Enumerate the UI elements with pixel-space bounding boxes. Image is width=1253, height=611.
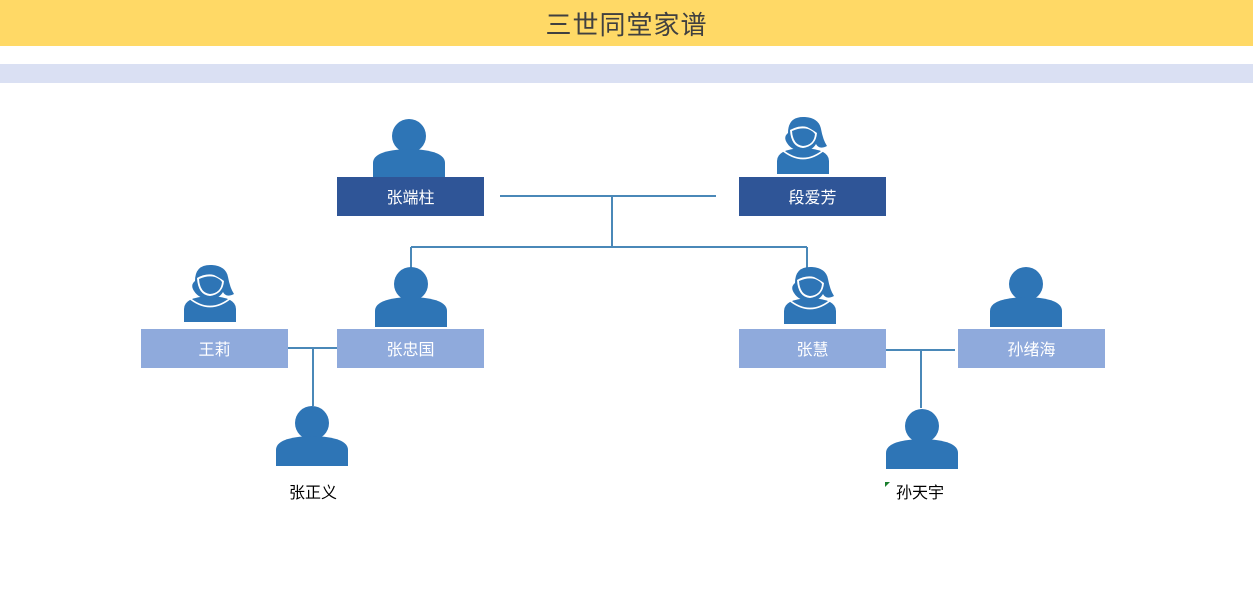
sun-xuhai-name: 孙绪海 — [1007, 340, 1055, 359]
zhang-zhengyi-name: 张正义 — [289, 483, 337, 502]
zhang-zhongguo-name-box — [337, 329, 484, 368]
title-bar: 三世同堂家谱 — [0, 0, 1253, 46]
zhang-hui-name: 张慧 — [796, 340, 828, 359]
sun-xuhai-name-box — [958, 329, 1105, 368]
grandfather-name: 张端柱 — [386, 188, 434, 207]
member-wang-li: 王莉 — [141, 264, 288, 368]
grandmother-name: 段爱芳 — [788, 188, 836, 207]
female-person-icon — [183, 264, 237, 323]
selection-marker-icon — [885, 482, 890, 487]
member-grandmother: 段爱芳 — [739, 116, 886, 216]
sun-tianyu-name: 孙天宇 — [896, 483, 944, 502]
sub-header-bar — [0, 64, 1253, 83]
male-person-icon — [276, 406, 348, 466]
member-sun-xuhai: 孙绪海 — [958, 267, 1105, 368]
grandfather-name-box — [337, 177, 484, 216]
member-sun-tianyu: 孙天宇 — [885, 409, 958, 502]
male-person-icon — [886, 409, 958, 469]
page-title: 三世同堂家谱 — [545, 10, 708, 41]
zhang-zhongguo-name: 张忠国 — [386, 340, 434, 359]
member-zhang-zhongguo: 张忠国 — [337, 267, 484, 368]
male-person-icon — [990, 267, 1062, 327]
male-person-icon — [373, 119, 445, 179]
wang-li-name-box — [141, 329, 288, 368]
member-zhang-hui: 张慧 — [739, 266, 886, 368]
connector-lines — [288, 195, 955, 408]
member-zhang-zhengyi: 张正义 — [276, 406, 348, 502]
female-person-icon — [776, 116, 830, 175]
female-person-icon — [783, 266, 837, 325]
grandmother-name-box — [739, 177, 886, 216]
zhang-hui-name-box — [739, 329, 886, 368]
wang-li-name: 王莉 — [198, 340, 230, 359]
member-grandfather: 张端柱 — [337, 119, 484, 216]
male-person-icon — [375, 267, 447, 327]
